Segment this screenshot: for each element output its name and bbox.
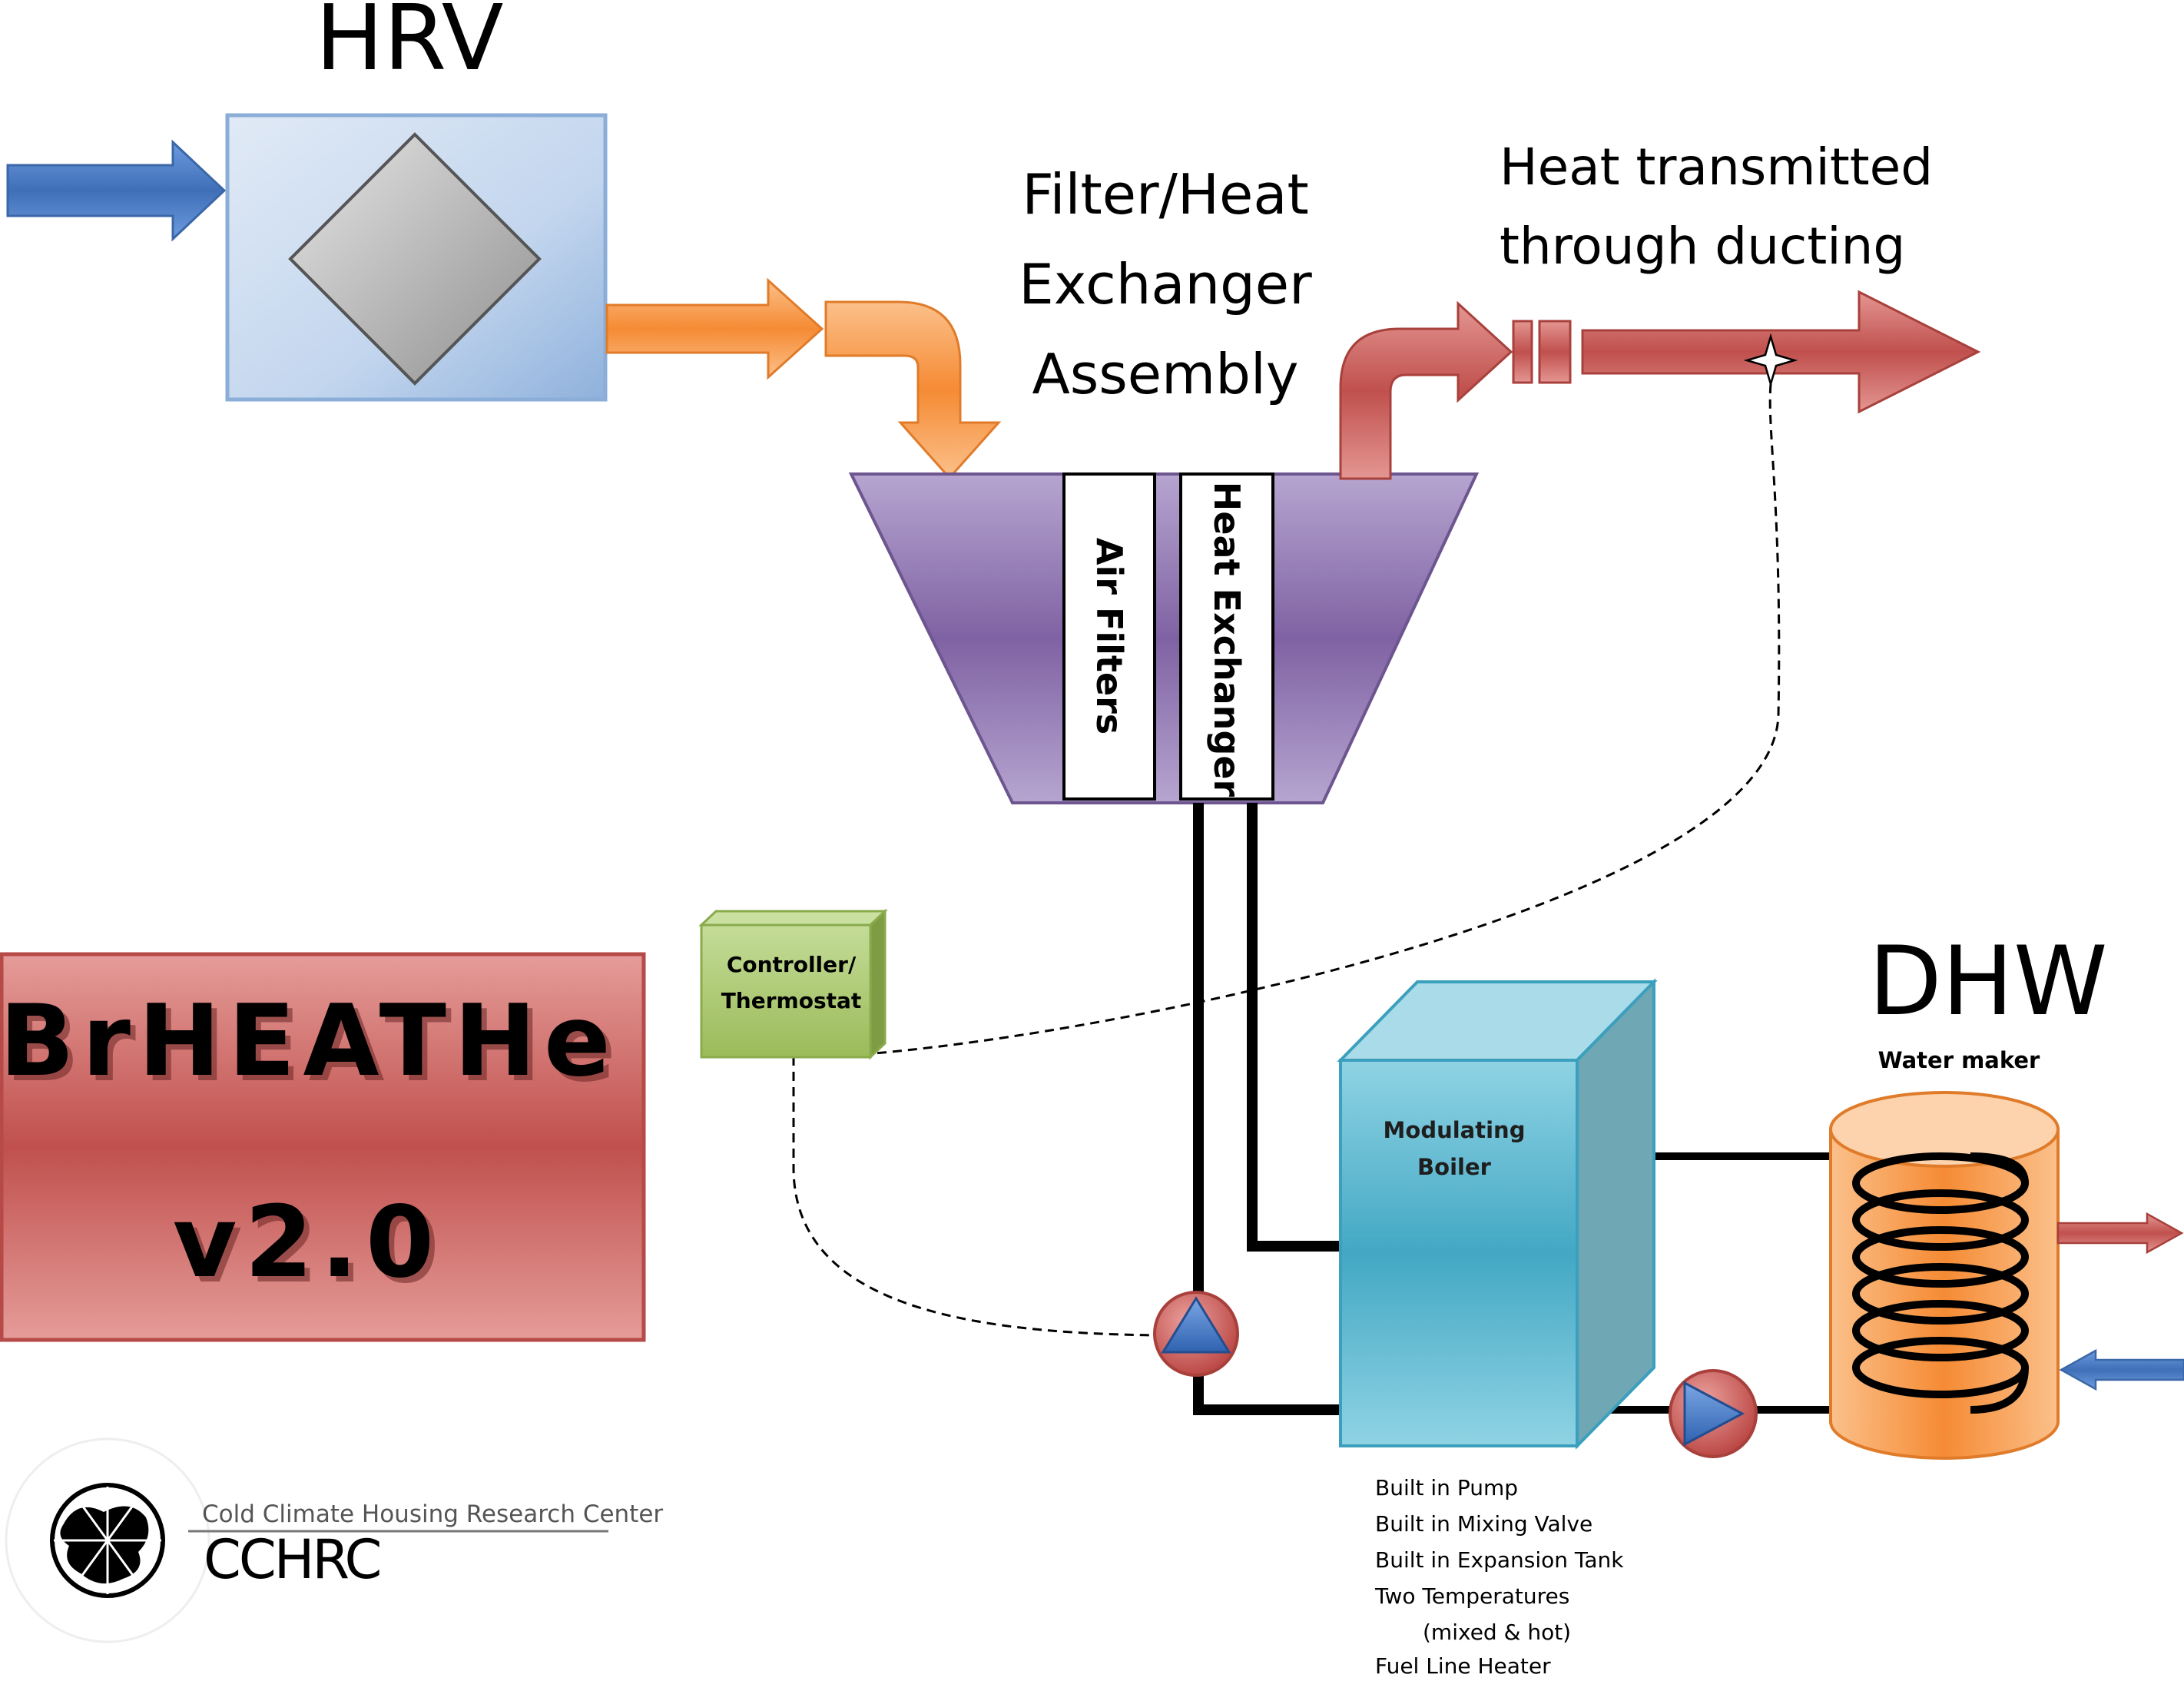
controller-box-side [869,908,887,1060]
brheathe-banner [0,952,646,1342]
hot-water-out-arrow [2056,1212,2184,1255]
filter-heat-exchanger-assembly [848,472,1480,804]
logo-org-name: Cold Climate Housing Research Center [202,1500,663,1528]
boiler-feature: Built in Pump [1375,1475,1518,1500]
air-filters-label: Air Filters [1089,538,1130,734]
cold-water-in-arrow [2059,1348,2184,1391]
banner-version-shadow: v2.0 [178,1191,447,1305]
banner-name: BrHEATHe [0,984,618,1099]
pump-control-line [792,1056,1157,1337]
heat-exchanger-label: Heat Exchanger [1206,482,1248,797]
dhw-pump-icon [1669,1369,1758,1458]
sensor-signal-line [829,383,1781,1058]
cchrc-logo: Cold Climate Housing Research Center CCH… [5,1437,663,1643]
hot-air-elbow-arrow [1339,300,1513,480]
assembly-title-line-1: Filter/Heat [1022,162,1308,227]
controller-thermostat [700,923,872,1059]
outdoor-air-inlet-arrow [6,139,227,242]
boiler-label-line-2: Boiler [1417,1154,1492,1180]
boiler-feature: Built in Expansion Tank [1375,1547,1624,1573]
dhw-subtitle: Water maker [1878,1047,2040,1073]
dhw-heat-exchange-coil [1852,1152,2029,1414]
glycol-return-pipe [1193,803,1341,1415]
preheated-air-arrow [605,277,824,380]
duct-coupling-a [1512,320,1533,384]
duct-coupling-b [1538,320,1572,384]
ducting-label-line-1: Heat transmitted [1500,138,1933,197]
preheated-air-elbow-arrow [824,300,1002,480]
dhw-tank [1829,1091,2060,1460]
dhw-title: DHW [1868,927,2107,1037]
banner-version: v2.0 [173,1185,442,1300]
boiler-feature: Fuel Line Heater [1375,1653,1551,1677]
modulating-boiler [1339,1059,1579,1447]
logo-acronym: CCHRC [204,1528,380,1591]
controller-box-top [698,910,888,927]
glycol-pump-icon [1153,1291,1239,1377]
banner-name-shadow: BrHEATHe [5,990,624,1104]
boiler-feature: Built in Mixing Valve [1375,1511,1592,1537]
glycol-supply-pipe [1247,803,1341,1252]
hrv-title: HRV [316,0,504,91]
boiler-features-list: Built in Pump Built in Mixing Valve Buil… [1374,1475,1624,1679]
boiler-side-face [1576,978,1655,1450]
boiler-feature: Two Temperatures [1374,1583,1569,1609]
assembly-title-line-2: Exchanger [1019,252,1312,317]
hot-air-supply-arrow [1581,290,1981,414]
assembly-title-line-3: Assembly [1032,342,1298,406]
boiler-feature: (mixed & hot) [1423,1620,1571,1645]
ducting-label-line-2: through ducting [1500,217,1905,276]
hrv-core [288,132,542,386]
controller-label-line-2: Thermostat [721,988,862,1013]
controller-label-line-1: Controller/ [727,952,857,977]
boiler-label-line-1: Modulating [1384,1117,1526,1143]
air-filters-panel [1062,472,1156,801]
heat-exchanger-panel [1179,472,1274,801]
